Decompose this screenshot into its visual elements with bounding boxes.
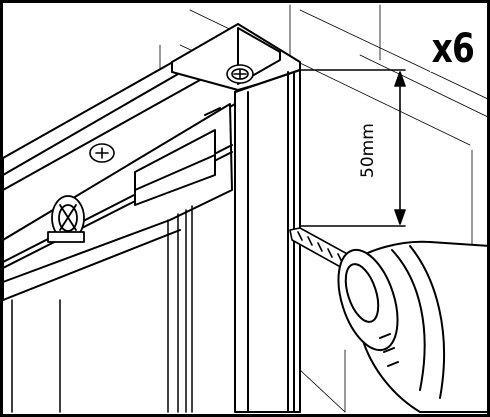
glass-panel bbox=[2, 205, 193, 413]
screw-icon bbox=[89, 143, 115, 163]
vertical-profile bbox=[171, 23, 301, 413]
drill-icon bbox=[337, 240, 490, 413]
screw-icon bbox=[226, 64, 254, 84]
roller bbox=[47, 195, 85, 243]
dimension-marker bbox=[299, 69, 406, 227]
quantity-label: x6 bbox=[430, 26, 476, 72]
dimension-label: 50mm bbox=[358, 123, 378, 178]
top-rail bbox=[2, 57, 241, 301]
